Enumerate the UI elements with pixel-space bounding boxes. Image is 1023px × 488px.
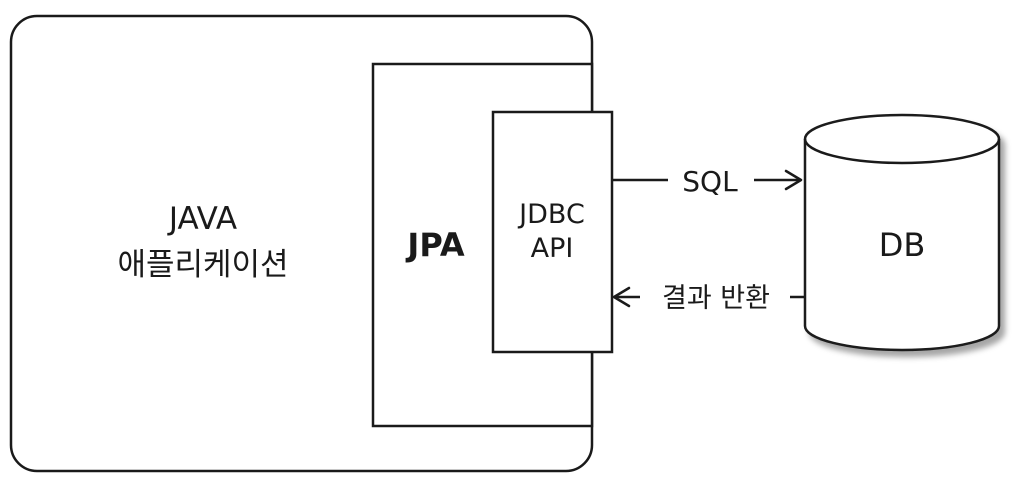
jdbc-label: JDBC (517, 199, 585, 230)
database-cylinder-icon (803, 113, 1001, 352)
jdbc-api-box (491, 110, 614, 354)
result-label: 결과 반환 (662, 283, 770, 314)
api-label: API (531, 233, 574, 264)
result-arrowhead-icon (612, 286, 631, 308)
db-label: DB (879, 226, 926, 264)
sql-label: SQL (682, 165, 738, 198)
database-top-rim (803, 138, 1001, 165)
jpa-label: JPA (405, 226, 464, 264)
java-label: JAVA (167, 201, 237, 237)
sql-arrowhead-icon (784, 169, 803, 191)
application-label: 애플리케이션 (117, 247, 288, 283)
